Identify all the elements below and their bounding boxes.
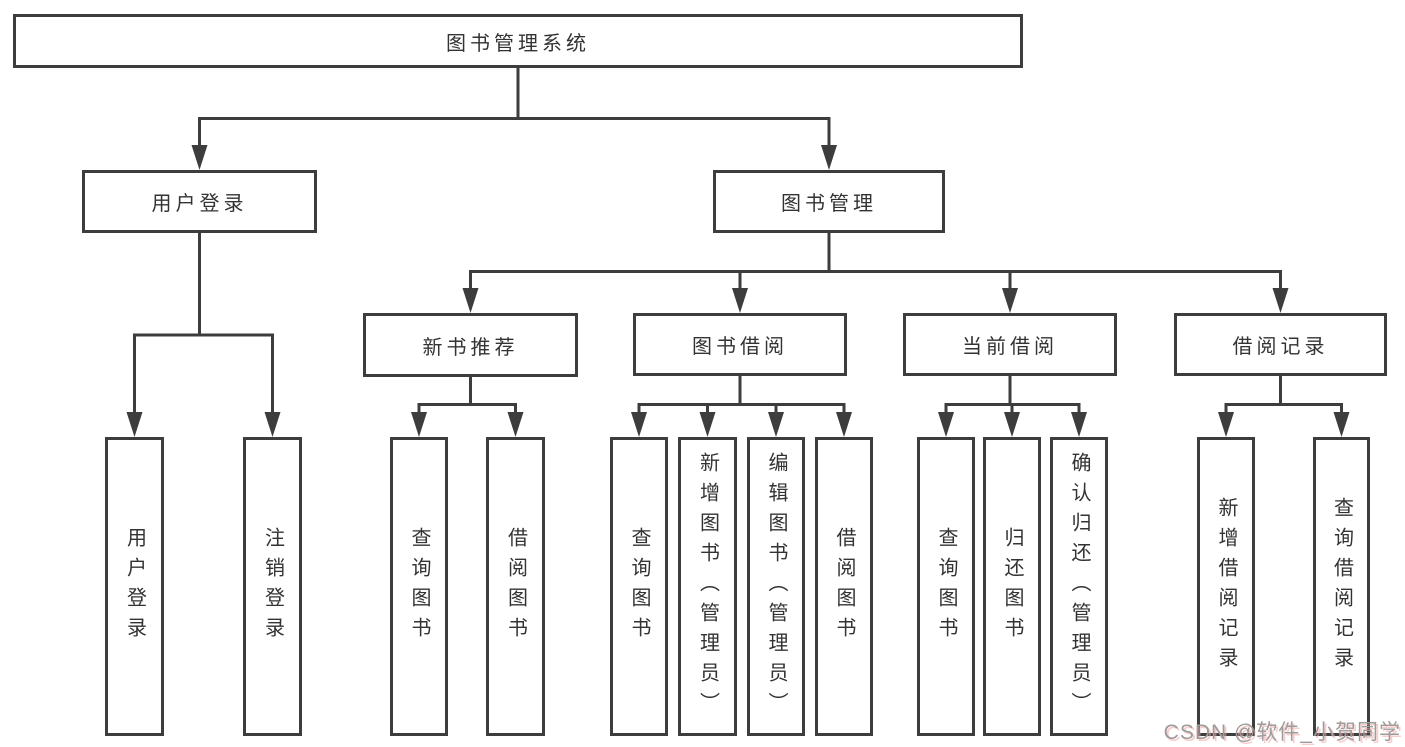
leaf-query-books-borrow: 查询图书 [610, 437, 668, 736]
leaf-logout: 注销登录 [243, 437, 302, 736]
edge-book-mgmt-to-level3 [469, 233, 1282, 290]
leaf-label: 查询图书 [935, 526, 957, 647]
leaf-confirm-return-admin: 确认归还（管理员） [1050, 437, 1108, 736]
leaf-query-books-recommend: 查询图书 [390, 437, 448, 736]
leaf-add-book-admin: 新增图书（管理员） [678, 437, 737, 736]
node-borrowing-records: 借阅记录 [1174, 313, 1387, 376]
leaf-return-books: 归还图书 [983, 437, 1041, 736]
leaf-borrow-books-recommend: 借阅图书 [486, 437, 545, 736]
edge-current-borrow-to-leaves [944, 376, 1081, 414]
leaf-add-borrow-record: 新增借阅记录 [1197, 437, 1255, 736]
node-book-borrowing: 图书借阅 [633, 313, 847, 376]
leaf-label: 用户登录 [123, 526, 146, 647]
edge-root-to-level2 [198, 68, 831, 147]
edge-book-borrow-to-leaves [637, 376, 846, 414]
node-current-borrowing: 当前借阅 [903, 313, 1117, 376]
leaf-borrow-books: 借阅图书 [815, 437, 873, 736]
leaf-label: 查询图书 [628, 526, 650, 647]
node-library-management-system: 图书管理系统 [13, 14, 1023, 68]
leaf-label: 查询借阅记录 [1330, 496, 1353, 677]
edge-new-books-to-leaves [417, 377, 517, 414]
leaf-label: 借阅图书 [833, 526, 855, 647]
leaf-label: 编辑图书（管理员） [765, 451, 787, 722]
edge-user-login-to-leaves [133, 233, 274, 414]
leaf-label: 查询图书 [408, 526, 430, 647]
leaf-label: 新增图书（管理员） [696, 451, 719, 722]
leaf-label: 注销登录 [261, 526, 284, 647]
leaf-label: 归还图书 [1001, 526, 1023, 647]
leaf-edit-book-admin: 编辑图书（管理员） [747, 437, 805, 736]
edge-borrow-records-to-leaves [1224, 376, 1343, 414]
node-book-management: 图书管理 [713, 170, 945, 233]
leaf-query-books-current: 查询图书 [917, 437, 975, 736]
csdn-watermark: CSDN @软件_小贺同学 [1163, 721, 1401, 744]
leaf-label: 确认归还（管理员） [1068, 451, 1090, 722]
leaf-user-login: 用户登录 [105, 437, 164, 736]
leaf-label: 借阅图书 [504, 526, 527, 647]
leaf-query-borrow-record: 查询借阅记录 [1313, 437, 1370, 736]
leaf-label: 新增借阅记录 [1215, 496, 1237, 677]
node-new-book-recommendation: 新书推荐 [363, 313, 578, 377]
node-user-login: 用户登录 [82, 170, 317, 233]
